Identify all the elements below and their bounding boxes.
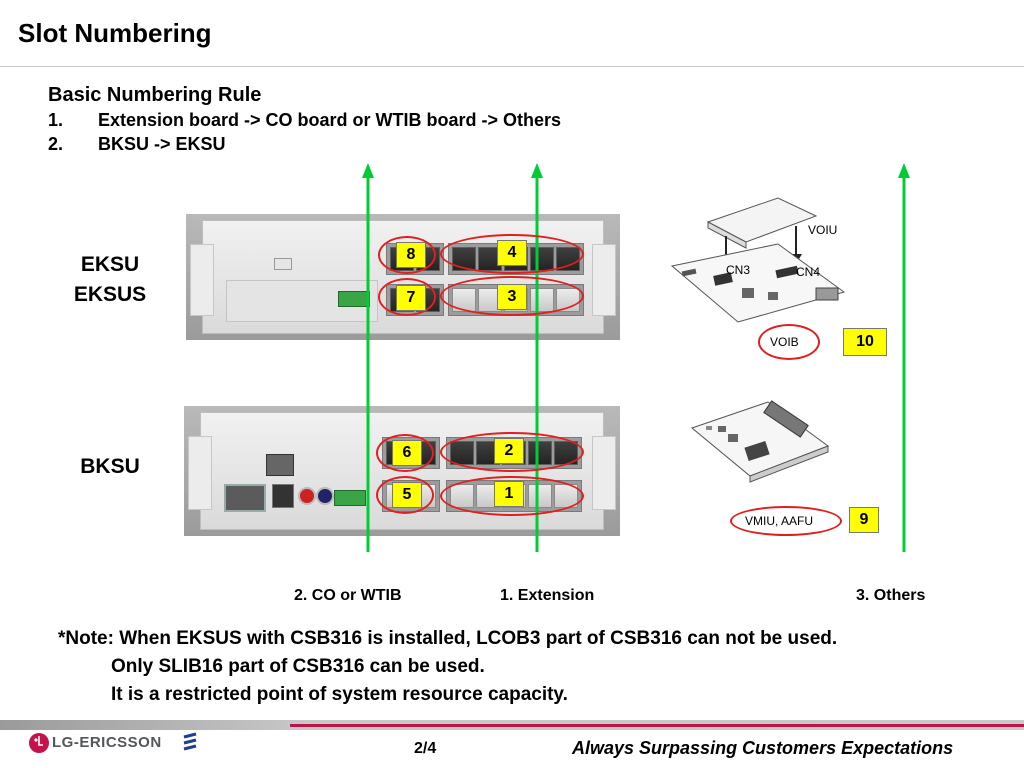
rule-item-number: 2. (48, 134, 64, 154)
bksu-co-bottom-ring (376, 476, 434, 514)
extension-arrow-head-icon (531, 163, 543, 178)
company-logo-text: LG-ERICSSON (52, 734, 162, 751)
rule-item-text: Extension board -> CO board or WTIB boar… (98, 110, 562, 130)
slot-badge-6: 6 (392, 440, 422, 466)
slot-badge-7: 7 (396, 285, 426, 311)
note-line-3: It is a restricted point of system resou… (111, 684, 568, 705)
eksu-label: EKSU EKSUS (62, 250, 158, 310)
footer-stripe (290, 724, 1024, 727)
slot-badge-10: 10 (843, 328, 887, 356)
others-label: 3. Others (856, 587, 926, 604)
title-divider (0, 66, 1024, 67)
eksu-label-line2: EKSUS (73, 283, 147, 306)
co-arrow-head-icon (362, 163, 374, 178)
rule-item-number: 1. (48, 110, 64, 130)
bksu-label: BKSU (80, 455, 140, 478)
lg-logo-icon (29, 733, 49, 753)
voiu-voib-illustration: CN3 CN4 (670, 197, 846, 323)
eksu-board-photo (186, 214, 620, 340)
eksu-ext-top-ring (440, 234, 584, 274)
bksu-ext-bottom-ring (440, 476, 584, 516)
bksu-co-top-ring (376, 434, 434, 472)
note-line-1: *Note: When EKSUS with CSB316 is install… (58, 628, 838, 649)
rule-item-text: BKSU -> EKSU (98, 134, 226, 154)
slot-badge-8: 8 (396, 242, 426, 268)
voib-label: VOIB (770, 335, 799, 349)
eksu-label-line1: EKSU (80, 253, 140, 276)
slot-badge-3: 3 (497, 284, 527, 310)
eksu-co-top-ring (378, 236, 436, 274)
rule-item-1: 1. Extension board -> CO board or WTIB bo… (48, 110, 561, 131)
slot-badge-4: 4 (497, 240, 527, 266)
eksu-co-bottom-ring (378, 278, 436, 316)
vmiu-illustration (690, 400, 830, 483)
ericsson-logo-icon (183, 732, 197, 751)
vmiu-label: VMIU, AAFU (745, 514, 814, 528)
page-title: Slot Numbering (18, 18, 212, 48)
extension-label: 1. Extension (500, 587, 595, 604)
eksu-ext-bottom-ring (440, 276, 584, 316)
cn4-label: CN4 (796, 265, 820, 279)
footer-slogan: Always Surpassing Customers Expectations (572, 738, 954, 758)
slot-badge-9: 9 (849, 507, 879, 533)
slot-badge-2: 2 (494, 438, 524, 464)
rule-item-2: 2. BKSU -> EKSU (48, 134, 226, 155)
vmiu-ring (730, 506, 842, 536)
bksu-ext-top-ring (440, 432, 584, 472)
rule-heading: Basic Numbering Rule (48, 84, 262, 106)
voib-ring (758, 324, 820, 360)
voiu-label: VOIU (808, 223, 838, 237)
co-wtib-label: 2. CO or WTIB (294, 587, 402, 604)
page-number: 2/4 (414, 740, 437, 757)
cn3-label: CN3 (726, 263, 750, 277)
others-arrow-head-icon (898, 163, 910, 178)
note-line-2: Only SLIB16 part of CSB316 can be used. (111, 656, 485, 677)
slot-badge-5: 5 (392, 482, 422, 508)
slot-badge-1: 1 (494, 481, 524, 507)
